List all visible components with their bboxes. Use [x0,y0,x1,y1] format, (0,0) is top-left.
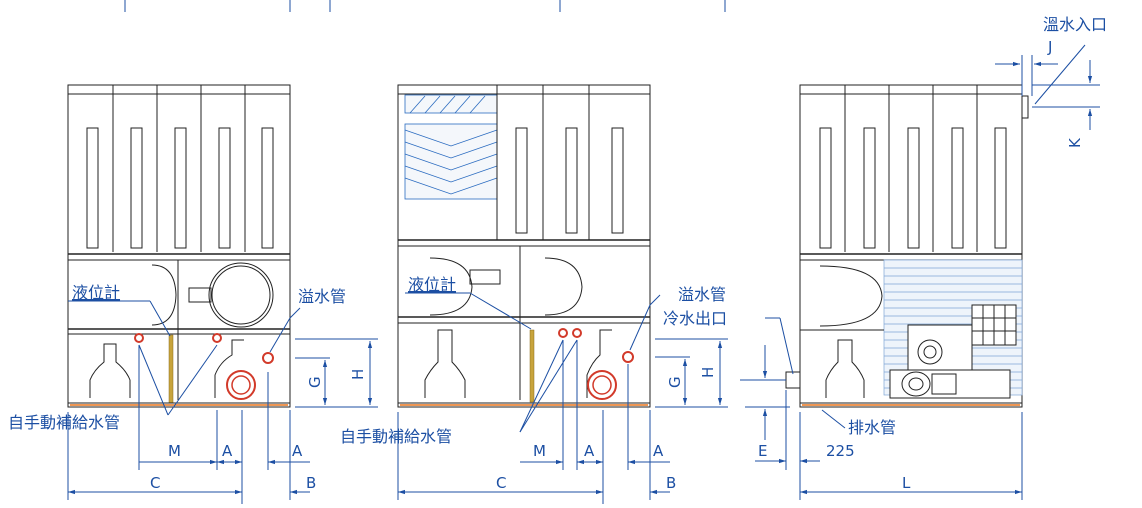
label-level-gauge-middle: 液位計 [408,275,456,294]
middle-view-spray-hatch [409,95,486,114]
right-view-upper-panels [819,85,1007,252]
dim-j: J [1047,38,1052,56]
dim-a2-left: A [292,442,303,460]
dim-g-middle: G [666,376,684,388]
dim-m-left: M [168,442,181,460]
label-level-gauge-left: 液位計 [72,283,120,302]
top-partial-dimension-arrows [124,0,726,12]
pump-motor-assembly [889,304,1017,399]
dim-g-left: G [306,376,324,388]
label-overflow-pipe-left: 溢水管 [298,287,346,306]
dim-k: K [1066,137,1084,148]
right-view [785,84,1029,408]
dimension-lines [67,55,1100,504]
dim-c-left: C [150,474,160,492]
dim-b-left: B [306,474,316,492]
dim-b-middle: B [666,474,676,492]
dim-a1-left: A [222,442,233,460]
left-view [67,84,291,408]
dim-l: L [902,474,911,492]
left-view-upper-panels [86,85,274,252]
dim-e: E [758,442,767,460]
label-cold-water-outlet: 冷水出口 [663,309,727,328]
label-refill-pipe-middle: 自手動補給水管 [340,427,452,446]
dim-a2-middle: A [653,442,664,460]
middle-view-fill-chevrons [404,129,498,195]
annotations: 溢水管 液位計 自手動補給水管 液位計 溢水管 冷水出口 自手動補給水管 溫水入… [8,15,1107,492]
dim-m-middle: M [533,442,546,460]
label-drain-pipe: 排水管 [848,418,896,437]
dim-225: 225 [826,442,855,460]
middle-view-upper-panels [515,85,624,240]
dim-c-middle: C [496,474,506,492]
dim-h-left: H [349,369,367,380]
label-warm-water-inlet: 溫水入口 [1043,15,1107,34]
dim-a1-middle: A [584,442,595,460]
label-overflow-pipe-middle: 溢水管 [678,285,726,304]
dim-h-middle: H [699,367,717,378]
leader-lines [68,44,1086,433]
middle-view [397,84,651,408]
label-refill-pipe-left: 自手動補給水管 [8,413,120,432]
